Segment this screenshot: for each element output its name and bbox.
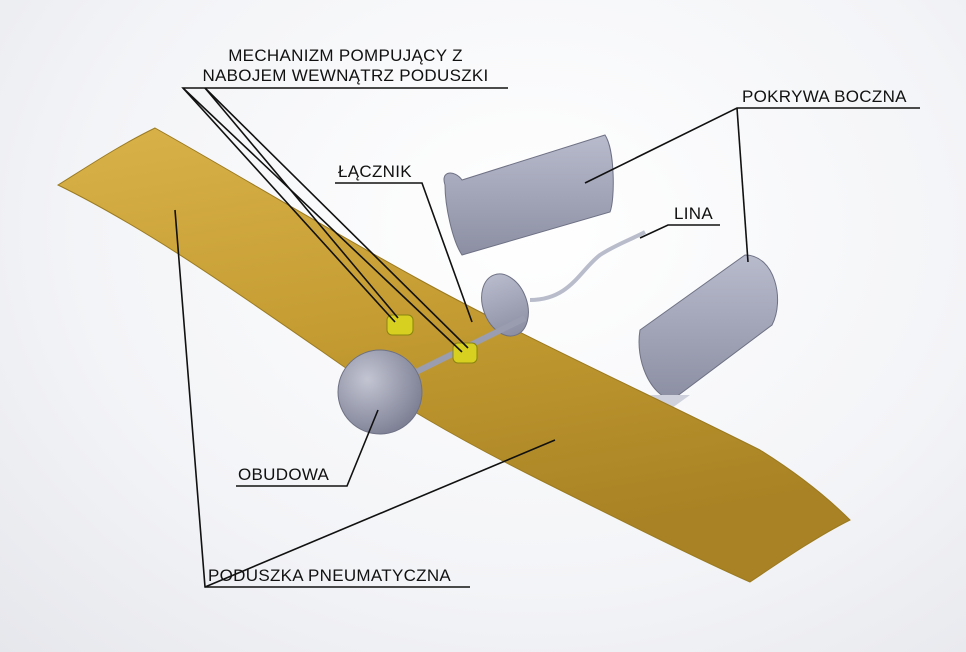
side-cover-bottom xyxy=(638,254,779,408)
pump-mechanism-2 xyxy=(452,342,478,364)
label-side-cover: POKRYWA BOCZNA xyxy=(742,87,907,106)
label-pump-mechanism-line2: NABOJEM WEWNĄTRZ PODUSZKI xyxy=(202,66,489,85)
label-housing: OBUDOWA xyxy=(238,465,330,484)
label-rope: LINA xyxy=(674,204,713,223)
label-connector: ŁĄCZNIK xyxy=(338,162,412,181)
rope xyxy=(529,230,646,302)
housing-sphere xyxy=(337,349,423,435)
label-pump-mechanism: MECHANIZM POMPUJĄCY Z NABOJEM WEWNĄTRZ P… xyxy=(183,46,508,86)
label-air-cushion: PODUSZKA PNEUMATYCZNA xyxy=(208,566,452,585)
leader-lines xyxy=(174,87,920,588)
label-pump-mechanism-line1: MECHANIZM POMPUJĄCY Z xyxy=(228,46,463,65)
side-cover-top xyxy=(443,134,614,256)
